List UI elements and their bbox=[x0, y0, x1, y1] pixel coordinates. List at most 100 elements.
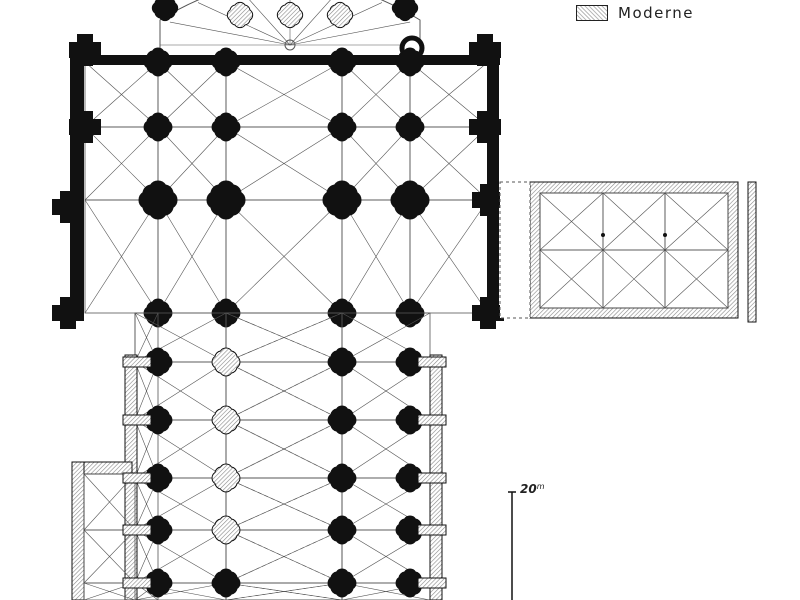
choir-vault-rib bbox=[157, 61, 227, 128]
buttress bbox=[77, 34, 93, 66]
pier bbox=[143, 112, 173, 142]
nave-pier bbox=[143, 568, 173, 598]
apse-pier bbox=[276, 1, 304, 29]
nave-pier bbox=[327, 347, 357, 377]
chapel-vault-bay bbox=[83, 582, 136, 600]
aisle-buttress bbox=[122, 356, 152, 368]
pier bbox=[138, 180, 178, 220]
chapel-vault-rib bbox=[83, 529, 136, 584]
pier bbox=[143, 47, 173, 77]
aisle-buttress bbox=[122, 414, 152, 426]
choir-vault-rib bbox=[409, 61, 489, 128]
chapel-west-wall bbox=[71, 461, 85, 600]
nave-center-vault-rib bbox=[225, 361, 343, 421]
legend: Moderne bbox=[576, 4, 694, 22]
nave-center-vault-rib bbox=[225, 419, 343, 479]
aisle-buttress bbox=[122, 472, 152, 484]
pier bbox=[322, 180, 362, 220]
pier bbox=[327, 47, 357, 77]
buttress bbox=[480, 297, 496, 329]
annex-vault-bay bbox=[664, 249, 729, 309]
apse-pier bbox=[391, 0, 419, 22]
apse-pier bbox=[151, 0, 179, 22]
nave-pier bbox=[211, 463, 241, 493]
nave-pier bbox=[327, 405, 357, 435]
aisle-buttress bbox=[122, 577, 152, 589]
buttress bbox=[480, 184, 496, 216]
nave-pier bbox=[211, 405, 241, 435]
aisle-buttress bbox=[417, 577, 447, 589]
apse-rib bbox=[289, 0, 331, 46]
buttress bbox=[477, 111, 493, 143]
pier bbox=[211, 112, 241, 142]
nave-vault-rib bbox=[134, 582, 227, 600]
pier bbox=[327, 112, 357, 142]
apse-pier bbox=[226, 1, 254, 29]
annex-vault-rib bbox=[602, 192, 666, 251]
nave-center-vault-rib bbox=[225, 477, 343, 531]
pier bbox=[395, 47, 425, 77]
pier bbox=[211, 47, 241, 77]
nave-pier bbox=[143, 347, 173, 377]
nave-pier bbox=[211, 347, 241, 377]
east-wall bbox=[70, 55, 500, 65]
apse-keystone bbox=[284, 39, 296, 51]
annex-vault-rib bbox=[602, 249, 666, 309]
choir-vault-rib bbox=[225, 199, 343, 314]
apse-rib bbox=[249, 0, 291, 46]
apse-rib bbox=[169, 21, 291, 46]
buttress bbox=[77, 111, 93, 143]
pier bbox=[206, 180, 246, 220]
annex-boss bbox=[601, 233, 605, 237]
nave-pier bbox=[327, 515, 357, 545]
annex-outer-wall bbox=[747, 181, 757, 323]
annex-vault-rib bbox=[539, 249, 604, 309]
aisle-buttress bbox=[417, 472, 447, 484]
buttress bbox=[60, 297, 76, 329]
nave-pier bbox=[143, 405, 173, 435]
annex-vault-rib bbox=[539, 192, 604, 251]
choir-vault-rib bbox=[225, 126, 343, 201]
choir-vault-rib bbox=[225, 61, 343, 128]
nave-pier bbox=[143, 463, 173, 493]
nave-pier bbox=[211, 515, 241, 545]
aisle-buttress bbox=[417, 356, 447, 368]
nave-center-vault-rib bbox=[225, 529, 343, 584]
aisle-buttress bbox=[122, 524, 152, 536]
nave-vault-rib bbox=[225, 312, 343, 363]
choir-vault-rib bbox=[157, 199, 227, 314]
annex-boss bbox=[663, 233, 667, 237]
legend-swatch-modern bbox=[576, 5, 608, 21]
choir-vault-rib bbox=[409, 199, 489, 314]
aisle-buttress bbox=[417, 524, 447, 536]
choir-vault-rib bbox=[341, 199, 411, 314]
choir-vault-rib bbox=[341, 61, 411, 128]
legend-label: Moderne bbox=[618, 4, 695, 22]
annex-passage bbox=[499, 181, 531, 319]
apse-rib bbox=[289, 21, 411, 46]
nave-pier bbox=[327, 568, 357, 598]
choir-vault-rib bbox=[84, 126, 159, 201]
buttress bbox=[477, 34, 493, 66]
scale-value: 20 bbox=[520, 482, 537, 496]
aisle-chapel-rib bbox=[134, 312, 159, 363]
nave-pier bbox=[211, 568, 241, 598]
nave-pier bbox=[327, 463, 357, 493]
pier bbox=[395, 112, 425, 142]
scale-unit: m bbox=[536, 482, 545, 491]
north-wall bbox=[70, 55, 84, 320]
nave-center-vault-rib bbox=[225, 582, 343, 600]
apse-pier bbox=[326, 1, 354, 29]
choir-vault-rib bbox=[84, 61, 159, 128]
nave-vault-rib bbox=[341, 312, 431, 363]
annex-vault-rib bbox=[664, 249, 729, 309]
annex-vault-rib bbox=[664, 192, 729, 251]
aisle-buttress bbox=[417, 414, 447, 426]
annex-interior bbox=[539, 192, 729, 309]
pier bbox=[390, 180, 430, 220]
nave-pier bbox=[143, 515, 173, 545]
buttress bbox=[60, 191, 76, 223]
choir-vault-rib bbox=[84, 199, 159, 314]
